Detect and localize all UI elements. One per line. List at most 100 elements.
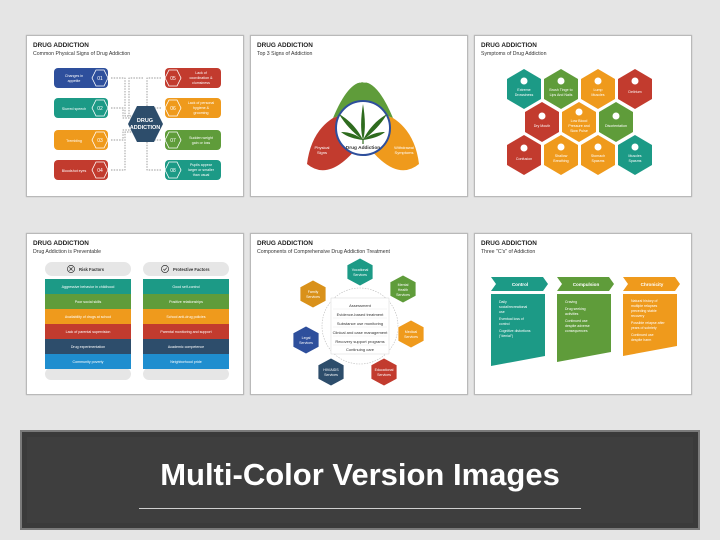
svg-text:Shallow: Shallow <box>555 154 568 158</box>
right-sign-text: Symptoms <box>395 150 414 155</box>
item-text: Bloodshot eyes <box>62 169 87 173</box>
svg-text:Continued use: Continued use <box>565 319 588 323</box>
center-list-item: Substance use monitoring <box>337 321 383 326</box>
banner-panel: Multi-Color Version Images <box>27 437 693 523</box>
risk-header: Risk Factors <box>79 267 105 272</box>
protect-item: Neighborhood pride <box>170 360 202 364</box>
column-header: Control <box>512 282 528 287</box>
left-sign-text: Physical <box>315 145 330 150</box>
item-number: 04 <box>97 168 103 174</box>
physical-signs-diagram: DRUG ADDICTION 01 Changes in appetite 02… <box>54 68 221 180</box>
slide-thumbnail-physical-signs[interactable]: DRUG ADDICTION Common Physical Signs of … <box>26 35 244 197</box>
svg-text:Muscles: Muscles <box>591 93 604 97</box>
svg-text:Services: Services <box>377 373 391 377</box>
column-header: Chronicity <box>641 282 664 287</box>
item-text: larger or smaller <box>188 168 215 172</box>
svg-text:Mental: Mental <box>398 283 409 287</box>
svg-text:Lump: Lump <box>594 88 603 92</box>
slide-title: DRUG ADDICTION <box>257 42 313 49</box>
protect-item: Good self-control <box>172 285 200 289</box>
item-text: Lack of <box>195 71 207 75</box>
slide-title: DRUG ADDICTION <box>33 42 89 49</box>
svg-text:Services: Services <box>306 295 320 299</box>
item-text: grooming <box>194 111 209 115</box>
risk-item: Community poverty <box>73 360 104 364</box>
check-circle-icon <box>161 265 169 273</box>
risk-protective-table: Risk Factors Aggressive behavior in chil… <box>45 262 229 380</box>
top-sign-text: Cravings & <box>353 69 373 74</box>
svg-text:Confusion: Confusion <box>516 157 532 161</box>
slide-thumbnail-top-signs[interactable]: DRUG ADDICTION Top 3 Signs of Addiction … <box>250 35 468 197</box>
svg-text:despite harm: despite harm <box>631 338 651 342</box>
svg-text:preceding stable: preceding stable <box>631 309 657 313</box>
item-text: Slurred speech <box>62 107 86 111</box>
item-number: 01 <box>97 76 103 82</box>
svg-text:control: control <box>499 322 510 326</box>
svg-text:Breathing: Breathing <box>553 159 568 163</box>
svg-text:Daily: Daily <box>499 300 507 304</box>
svg-text:Medical: Medical <box>405 330 418 334</box>
item-text: clumsiness <box>192 81 210 85</box>
item-number: 08 <box>170 168 176 174</box>
sign-item: 02 Slurred speech <box>54 98 109 118</box>
risk-item: Drug experimentation <box>71 345 105 349</box>
svg-text:Spasms: Spasms <box>592 159 605 163</box>
item-number: 06 <box>170 106 176 112</box>
svg-text:Brush Tinge to: Brush Tinge to <box>549 88 572 92</box>
center-list-item: Assessment <box>349 303 372 308</box>
three-cs-columns: Control Daily social/recreational use Ev… <box>491 277 680 366</box>
svg-text:Slow Pulse: Slow Pulse <box>570 129 588 133</box>
top-sign-text: Tolerance <box>354 79 372 84</box>
slide-thumbnail-symptoms[interactable]: DRUG ADDICTION Symptoms of Drug Addictio… <box>474 35 692 197</box>
sign-item: 07 Sudden weight gain or loss <box>164 130 221 150</box>
item-number: 03 <box>97 138 103 144</box>
svg-text:activities: activities <box>565 312 579 316</box>
item-text: coordination & <box>190 76 214 80</box>
center-label: ADDICTION <box>130 125 161 131</box>
slide-subtitle: Symptoms of Drug Addiction <box>481 51 547 57</box>
bottom-banner: Multi-Color Version Images <box>20 430 700 530</box>
slide-thumbnail-preventable[interactable]: DRUG ADDICTION Drug Addiction is Prevent… <box>26 233 244 395</box>
slide-subtitle: Drug Addiction is Preventable <box>33 249 102 255</box>
slide-thumbnail-three-cs[interactable]: DRUG ADDICTION Three "C's" of Addiction … <box>474 233 692 395</box>
svg-text:Delirium: Delirium <box>628 90 641 94</box>
center-list-item: Evidence-based treatment <box>337 312 385 317</box>
slide-subtitle: Top 3 Signs of Addiction <box>257 51 313 57</box>
svg-text:Pressure and: Pressure and <box>568 124 589 128</box>
item-text: Pupils appear <box>190 163 213 167</box>
top-signs-diagram: Drug Addiction Cravings & Increased Tole… <box>307 69 419 171</box>
svg-text:Vocational: Vocational <box>352 268 369 272</box>
column-bullets: Craving Drug seeking activities Continue… <box>565 300 590 333</box>
svg-text:Stomach: Stomach <box>591 154 605 158</box>
svg-text:Continued use: Continued use <box>631 333 654 337</box>
protect-item: Academic competence <box>168 345 204 349</box>
sign-item: 03 Trembling <box>54 130 109 150</box>
svg-text:Eventual loss of: Eventual loss of <box>499 317 524 321</box>
risk-item: Poor social skills <box>75 300 102 304</box>
slide-thumbnail-treatment[interactable]: DRUG ADDICTION Components of Comprehensi… <box>250 233 468 395</box>
left-sign-text: Signs <box>317 150 327 155</box>
slide-subtitle: Common Physical Signs of Drug Addiction <box>33 51 131 57</box>
item-text: Lack of personal <box>188 101 215 105</box>
svg-text:("denial"): ("denial") <box>499 334 513 338</box>
svg-text:Drug seeking: Drug seeking <box>565 307 586 311</box>
svg-text:HIV/AIDS: HIV/AIDS <box>323 368 339 372</box>
svg-text:multiple relapses: multiple relapses <box>631 304 658 308</box>
svg-text:Muscles: Muscles <box>628 154 641 158</box>
symptom-hex: Delirium <box>618 69 652 109</box>
item-number: 02 <box>97 106 103 112</box>
svg-text:Lips And Nails: Lips And Nails <box>550 93 573 97</box>
item-text: Changes in <box>65 74 83 78</box>
center-label: DRUG <box>137 118 153 124</box>
top-sign-text: Increased <box>354 74 372 79</box>
svg-text:social/recreational: social/recreational <box>499 305 527 309</box>
sign-item: 04 Bloodshot eyes <box>54 160 109 180</box>
svg-text:Services: Services <box>299 341 313 345</box>
